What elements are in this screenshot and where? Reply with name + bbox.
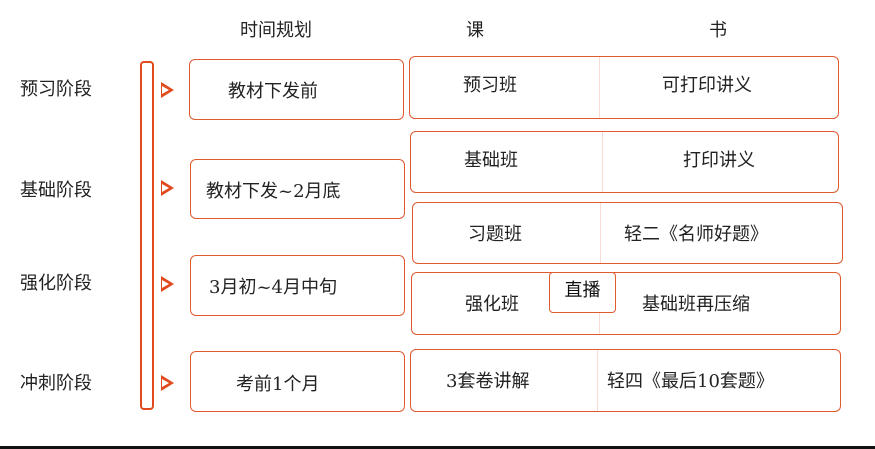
time-text: 3月初~4月中旬 bbox=[209, 277, 337, 298]
time-box-intensive: 3月初~4月中旬 bbox=[190, 255, 405, 316]
bottom-rule bbox=[0, 446, 875, 449]
column-divider bbox=[602, 132, 603, 192]
header-book: 书 bbox=[709, 20, 727, 41]
time-box-sprint: 考前1个月 bbox=[190, 351, 405, 412]
stage-label-intensive: 强化阶段 bbox=[20, 273, 92, 294]
arrow-right-icon bbox=[161, 375, 174, 391]
time-text: 教材下发前 bbox=[228, 81, 318, 102]
arrow-right-icon bbox=[161, 276, 174, 292]
course-text: 习题班 bbox=[468, 224, 522, 245]
book-text: 轻四《最后10套题》 bbox=[607, 371, 774, 392]
row-exercise-class: 习题班 轻二《名师好题》 bbox=[412, 202, 843, 264]
book-text: 轻二《名师好题》 bbox=[624, 224, 768, 245]
stage-label-preview: 预习阶段 bbox=[20, 79, 92, 100]
arrow-right-icon bbox=[161, 82, 174, 98]
column-divider bbox=[597, 350, 598, 411]
book-text: 打印讲义 bbox=[683, 150, 755, 171]
timeline-bar bbox=[140, 61, 154, 410]
live-badge: 直播 bbox=[549, 272, 616, 313]
course-text: 基础班 bbox=[464, 150, 518, 171]
time-text: 考前1个月 bbox=[236, 374, 320, 395]
course-text: 强化班 bbox=[465, 294, 519, 315]
column-divider bbox=[599, 57, 600, 118]
course-text: 预习班 bbox=[463, 75, 517, 96]
header-course: 课 bbox=[466, 20, 484, 41]
stage-label-basic: 基础阶段 bbox=[20, 180, 92, 201]
course-text: 3套卷讲解 bbox=[446, 371, 530, 392]
column-divider bbox=[600, 203, 601, 263]
time-box-basic: 教材下发~2月底 bbox=[190, 159, 405, 219]
arrow-right-icon bbox=[161, 180, 174, 196]
header-time-plan: 时间规划 bbox=[240, 20, 312, 41]
stage-label-sprint: 冲刺阶段 bbox=[20, 373, 92, 394]
time-text: 教材下发~2月底 bbox=[206, 181, 341, 202]
row-sprint-class: 3套卷讲解 轻四《最后10套题》 bbox=[410, 349, 841, 412]
row-preview-class: 预习班 可打印讲义 bbox=[409, 56, 839, 119]
row-basic-class: 基础班 打印讲义 bbox=[410, 131, 839, 193]
book-text: 基础班再压缩 bbox=[642, 294, 750, 315]
book-text: 可打印讲义 bbox=[662, 75, 752, 96]
row-intensive-class: 强化班 基础班再压缩 bbox=[411, 272, 841, 335]
time-box-preview: 教材下发前 bbox=[189, 59, 404, 120]
